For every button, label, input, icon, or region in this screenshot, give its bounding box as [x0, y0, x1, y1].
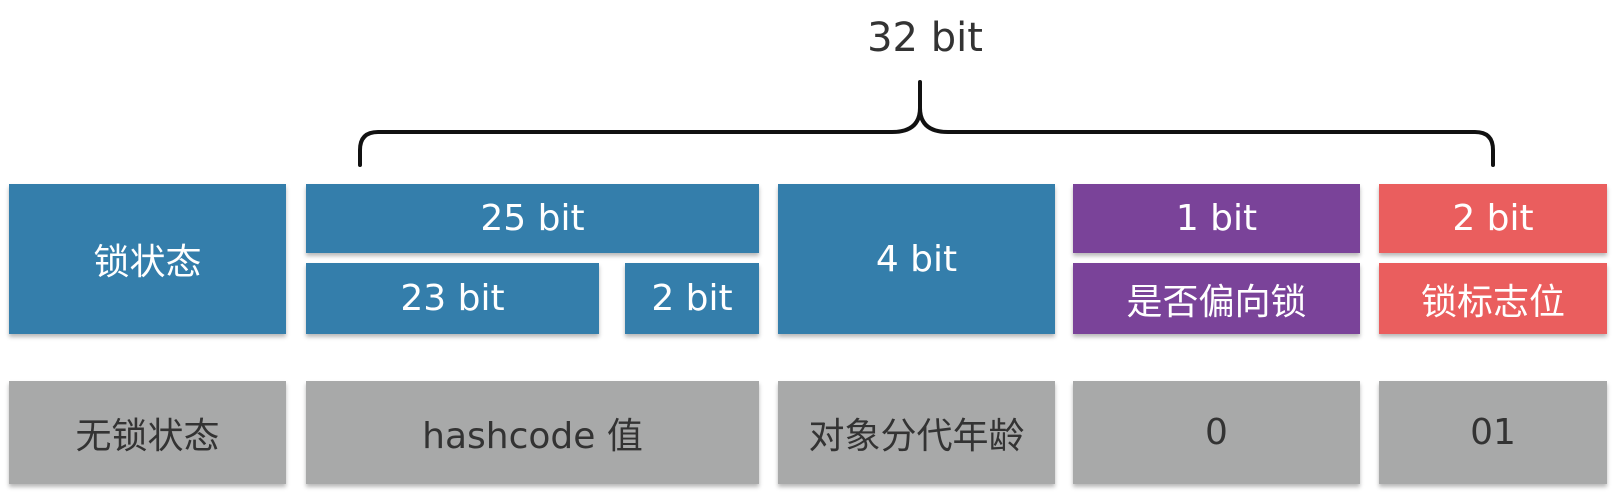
- row-hashcode: hashcode 值: [306, 381, 759, 484]
- header-age-bits: 4 bit: [778, 184, 1055, 334]
- header-biased-bits: 1 bit: [1073, 184, 1360, 253]
- header-lock-state: 锁状态: [9, 184, 286, 334]
- header-flag-bits: 2 bit: [1379, 184, 1607, 253]
- header-hash-bits: 25 bit: [306, 184, 759, 253]
- header-flag-name: 锁标志位: [1379, 263, 1607, 334]
- row-state: 无锁状态: [9, 381, 286, 484]
- row-flag: 01: [1379, 381, 1607, 484]
- row-age: 对象分代年龄: [778, 381, 1055, 484]
- row-biased: 0: [1073, 381, 1360, 484]
- header-biased-name: 是否偏向锁: [1073, 263, 1360, 334]
- total-bits-label: 32 bit: [867, 15, 983, 61]
- header-hash-sub-1: 23 bit: [306, 263, 599, 334]
- header-hash-sub-2: 2 bit: [625, 263, 759, 334]
